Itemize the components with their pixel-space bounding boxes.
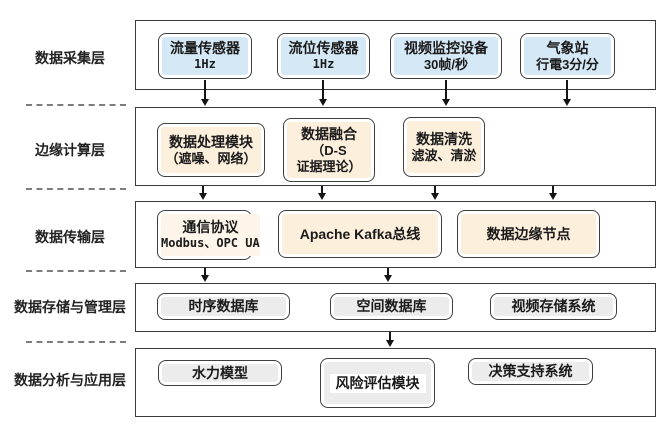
arrow-down: [200, 80, 209, 106]
node-data-cleaning: 数据清洗 滤波、清淤: [403, 117, 485, 177]
node-label: 流量传感器: [170, 40, 240, 56]
node-label: 数据处理模块: [169, 133, 253, 150]
node-decision-support: 决策支持系统: [468, 358, 593, 385]
node-label: Apache Kafka总线: [299, 225, 421, 242]
layer-divider: [26, 270, 126, 272]
layer-label-storage: 数据存储与管理层: [14, 299, 126, 315]
node-flow-sensor: 流量传感器 1Hz: [158, 33, 252, 79]
arrow-down: [548, 186, 557, 200]
node-label: 流位传感器: [288, 40, 359, 56]
layer-label-transport: 数据传输层: [35, 229, 105, 245]
node-label: 视频监控设备: [404, 39, 488, 56]
node-label: 数据清洗: [416, 130, 472, 147]
layer-label-edge: 边缘计算层: [35, 142, 105, 158]
node-label: 风险评估模块: [329, 373, 426, 393]
node-data-processing: 数据处理模块 （遮噪、网络）: [157, 123, 265, 177]
node-comm-protocol: 通信协议 Modbus、OPC UA: [157, 210, 260, 260]
node-label: 通信协议: [182, 219, 239, 235]
node-sublabel: Modbus、OPC UA: [161, 236, 260, 250]
arrow-down: [385, 332, 394, 347]
node-label: 决策支持系统: [488, 363, 573, 379]
node-label: 视频存储系统: [511, 298, 596, 314]
layer-divider: [26, 341, 126, 343]
arrow-down: [430, 186, 439, 200]
node-kafka-bus: Apache Kafka总线: [278, 210, 442, 258]
node-risk-assessment: 风险评估模块: [320, 358, 435, 408]
layer-divider: [26, 188, 126, 190]
node-sublabel: 行電3分/分: [536, 56, 599, 72]
layer-divider: [26, 104, 126, 106]
node-sublabel: 1Hz: [312, 57, 335, 71]
arrow-down: [200, 268, 209, 282]
node-label: 空间数据库: [356, 298, 427, 314]
arrow-down: [441, 80, 450, 106]
node-spatial-db: 空间数据库: [330, 293, 453, 320]
arrow-down: [198, 186, 207, 200]
node-label: 数据边缘节点: [486, 225, 571, 242]
node-label: 时序数据库: [188, 298, 259, 314]
arrow-down: [318, 80, 327, 106]
node-level-sensor: 流位传感器 1Hz: [277, 33, 370, 79]
node-video-storage: 视频存储系统: [490, 293, 617, 320]
node-sublabel: 证据理论）: [296, 158, 362, 174]
node-edge-node: 数据边缘节点: [457, 210, 600, 258]
node-label: 气象站: [546, 39, 589, 56]
node-video-device: 视频监控设备 30帧/秒: [390, 33, 502, 79]
node-sublabel: 1Hz: [194, 57, 216, 71]
node-timeseries-db: 时序数据库: [157, 293, 290, 320]
arrow-down: [562, 80, 571, 106]
node-label: 水力模型: [192, 364, 248, 381]
node-sublabel: （D-S: [311, 142, 347, 158]
node-data-fusion: 数据融合 （D-S 证据理论）: [283, 118, 375, 182]
layer-label-analysis: 数据分析与应用层: [14, 372, 126, 388]
node-hydraulic-model: 水力模型: [158, 360, 282, 386]
node-sublabel: 30帧/秒: [423, 56, 469, 72]
node-sublabel: 滤波、清淤: [411, 147, 477, 163]
node-weather-station: 气象站 行電3分/分: [520, 33, 615, 79]
layer-label-collection: 数据采集层: [35, 50, 105, 66]
arrow-down: [317, 186, 326, 200]
node-label: 数据融合: [301, 125, 357, 142]
arrow-down: [383, 268, 392, 282]
node-sublabel: （遮噪、网络）: [165, 150, 257, 166]
